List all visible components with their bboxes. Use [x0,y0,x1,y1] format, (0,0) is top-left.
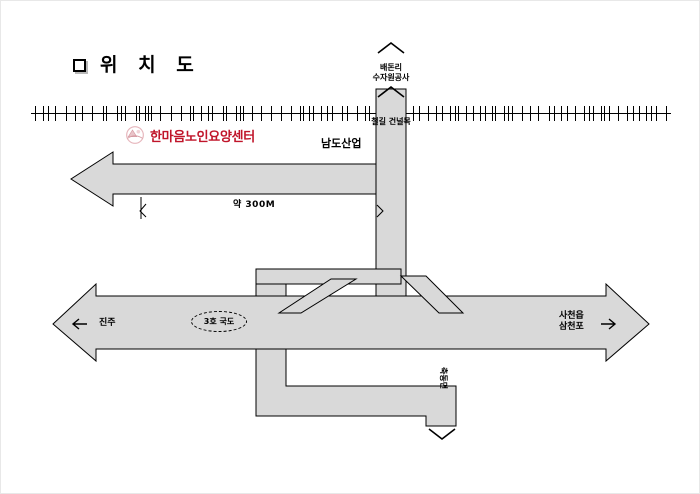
route-number-label: 3호 국도 [203,317,235,326]
right-direction-arrow-icon [601,318,617,330]
road-connector-horizontal [255,268,402,285]
distance-caret-right [376,204,384,218]
label-top-place: 배돈리 수자원공사 [361,63,421,83]
up-chevron-icon-2 [377,85,405,98]
railroad-line [31,113,671,114]
facility-name-label: 한마음노인요양센터 [150,129,255,145]
square-bullet-icon [73,59,86,72]
distance-caret-left [139,203,147,218]
route-number-badge: 3호 국도 [191,311,247,332]
label-distance: 약 300M [233,200,276,210]
label-namdo-industry: 남도산업 [321,137,362,150]
road-connector-vertical-left [255,268,287,297]
page-title: 위 치 도 [73,56,201,75]
label-direction-east-line2: 삼천포 [559,322,584,333]
label-top-place-line2: 수자원공사 [372,73,410,82]
label-direction-east: 사천읍 삼천포 [559,311,584,334]
road-ramp-left [277,278,358,314]
page-title-label: 위 치 도 [100,54,201,76]
label-direction-east-line1: 사천읍 [559,311,584,321]
down-chevron-icon [428,428,456,441]
left-direction-arrow-icon [71,318,87,330]
up-chevron-icon [377,41,405,54]
road-ramp-right [399,275,465,314]
facility-logo-icon [126,126,144,144]
label-railroad-crossing: 철길 건널목 [371,117,411,126]
road-south-leg [255,348,457,427]
label-top-place-line1: 배돈리 [379,63,403,72]
label-direction-west: 진주 [99,318,116,328]
label-south-destination: 축동면 [439,367,448,390]
facility-marker[interactable]: 한마음노인요양센터 [125,125,255,145]
